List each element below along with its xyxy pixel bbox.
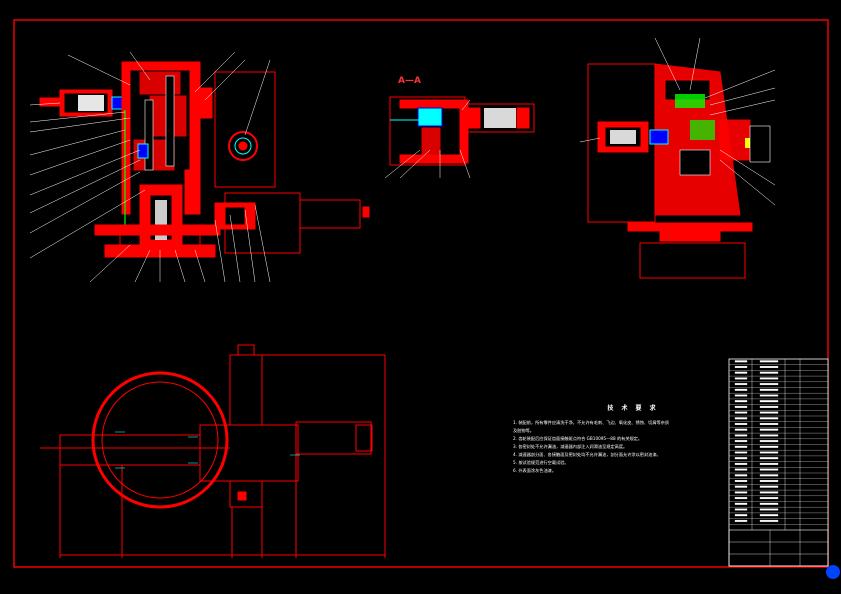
bom-row-text — [734, 514, 748, 517]
bom-row-text — [759, 405, 779, 408]
bom-row-text — [759, 411, 779, 414]
bom-row-text — [759, 514, 779, 517]
bom-row-text — [734, 468, 748, 471]
bom-row-text — [734, 411, 748, 414]
bom-row-text — [759, 497, 779, 500]
bom-row-text — [734, 400, 748, 403]
side-view — [579, 37, 776, 279]
section-aa-label: A—A — [398, 76, 421, 86]
bom-row-text — [759, 394, 779, 397]
bom-row-text — [759, 451, 779, 454]
bom-row-text — [734, 405, 748, 408]
bom-row-text — [734, 417, 748, 420]
top-view — [40, 344, 386, 558]
bom-row-text — [759, 371, 779, 374]
scroll-indicator[interactable] — [826, 565, 840, 579]
bom-row-text — [759, 480, 779, 482]
bom-row-text — [734, 434, 748, 437]
bom-row-text — [734, 428, 748, 431]
bom-row-text — [759, 502, 779, 505]
bom-row-text — [734, 371, 748, 374]
title-block — [728, 358, 829, 567]
requirement-item: 2. 齿轮装配后应保证齿面接触斑点符合 GB10095—88 的有关规定。 — [513, 436, 643, 441]
bom-row-text — [759, 457, 779, 460]
requirement-item: 3. 各密封处不允许漏油，减速器内部注入润滑油至规定高度。 — [513, 444, 628, 449]
bom-row-text — [759, 377, 779, 380]
bom-row-text — [734, 457, 748, 460]
drawing-frame — [13, 19, 829, 568]
bom-row-text — [759, 400, 779, 403]
bom-row-text — [734, 474, 748, 477]
bom-row-text — [759, 428, 779, 431]
requirement-item: 及脏物等。 — [513, 428, 534, 433]
bom-row-text — [734, 360, 748, 363]
bom-row-text — [759, 360, 779, 363]
bom-row-text — [759, 519, 779, 522]
bom-row-text — [759, 423, 779, 425]
bom-row-text — [759, 508, 779, 511]
bom-row-text — [759, 468, 779, 471]
bom-row-text — [759, 388, 779, 391]
bom-row-text — [734, 423, 748, 425]
bom-row-text — [734, 383, 748, 386]
bom-row-text — [734, 388, 748, 391]
bom-row-text — [734, 497, 748, 500]
bom-row-text — [759, 445, 779, 448]
bom-row-text — [734, 394, 748, 397]
bom-row-text — [759, 440, 779, 443]
requirement-item: 1. 装配前，所有零件应清洗干净，不允许有毛刺、飞边、氧化皮、锈蚀、切屑等杂质 — [513, 420, 670, 425]
requirement-item: 5. 按试验规范进行空载试验。 — [513, 460, 569, 465]
bom-row-text — [734, 502, 748, 505]
bom-row-text — [759, 417, 779, 420]
technical-requirements-heading: 技 术 要 求 — [607, 405, 659, 412]
bom-row-text — [759, 434, 779, 437]
main-section-view — [29, 51, 370, 283]
bom-row-text — [734, 485, 748, 488]
bom-row-text — [759, 366, 779, 368]
requirement-item: 6. 外表面涂灰色油漆。 — [513, 468, 557, 473]
bom-row-text — [759, 485, 779, 488]
technical-requirements: 技 术 要 求 1. 装配前，所有零件应清洗干净，不允许有毛刺、飞边、氧化皮、锈… — [513, 405, 723, 475]
bom-row-text — [759, 462, 779, 465]
bom-row-text — [734, 440, 748, 443]
bom-row-text — [734, 366, 748, 368]
bom-row-text — [734, 480, 748, 482]
bom-row-text — [734, 491, 748, 494]
bom-row-text — [759, 383, 779, 386]
bom-row-text — [734, 377, 748, 380]
bom-row-text — [734, 451, 748, 454]
bom-row-text — [734, 445, 748, 448]
bom-row-text — [734, 508, 748, 511]
requirement-item: 4. 减速器剖分面、各接触面及密封处均不允许漏油，剖分面允许涂以密封油漆。 — [513, 452, 661, 457]
bom-row-text — [734, 462, 748, 465]
bom-row-text — [759, 474, 779, 477]
bom-row-text — [734, 519, 748, 522]
section-aa-view — [384, 96, 535, 179]
bom-row-text — [759, 491, 779, 494]
